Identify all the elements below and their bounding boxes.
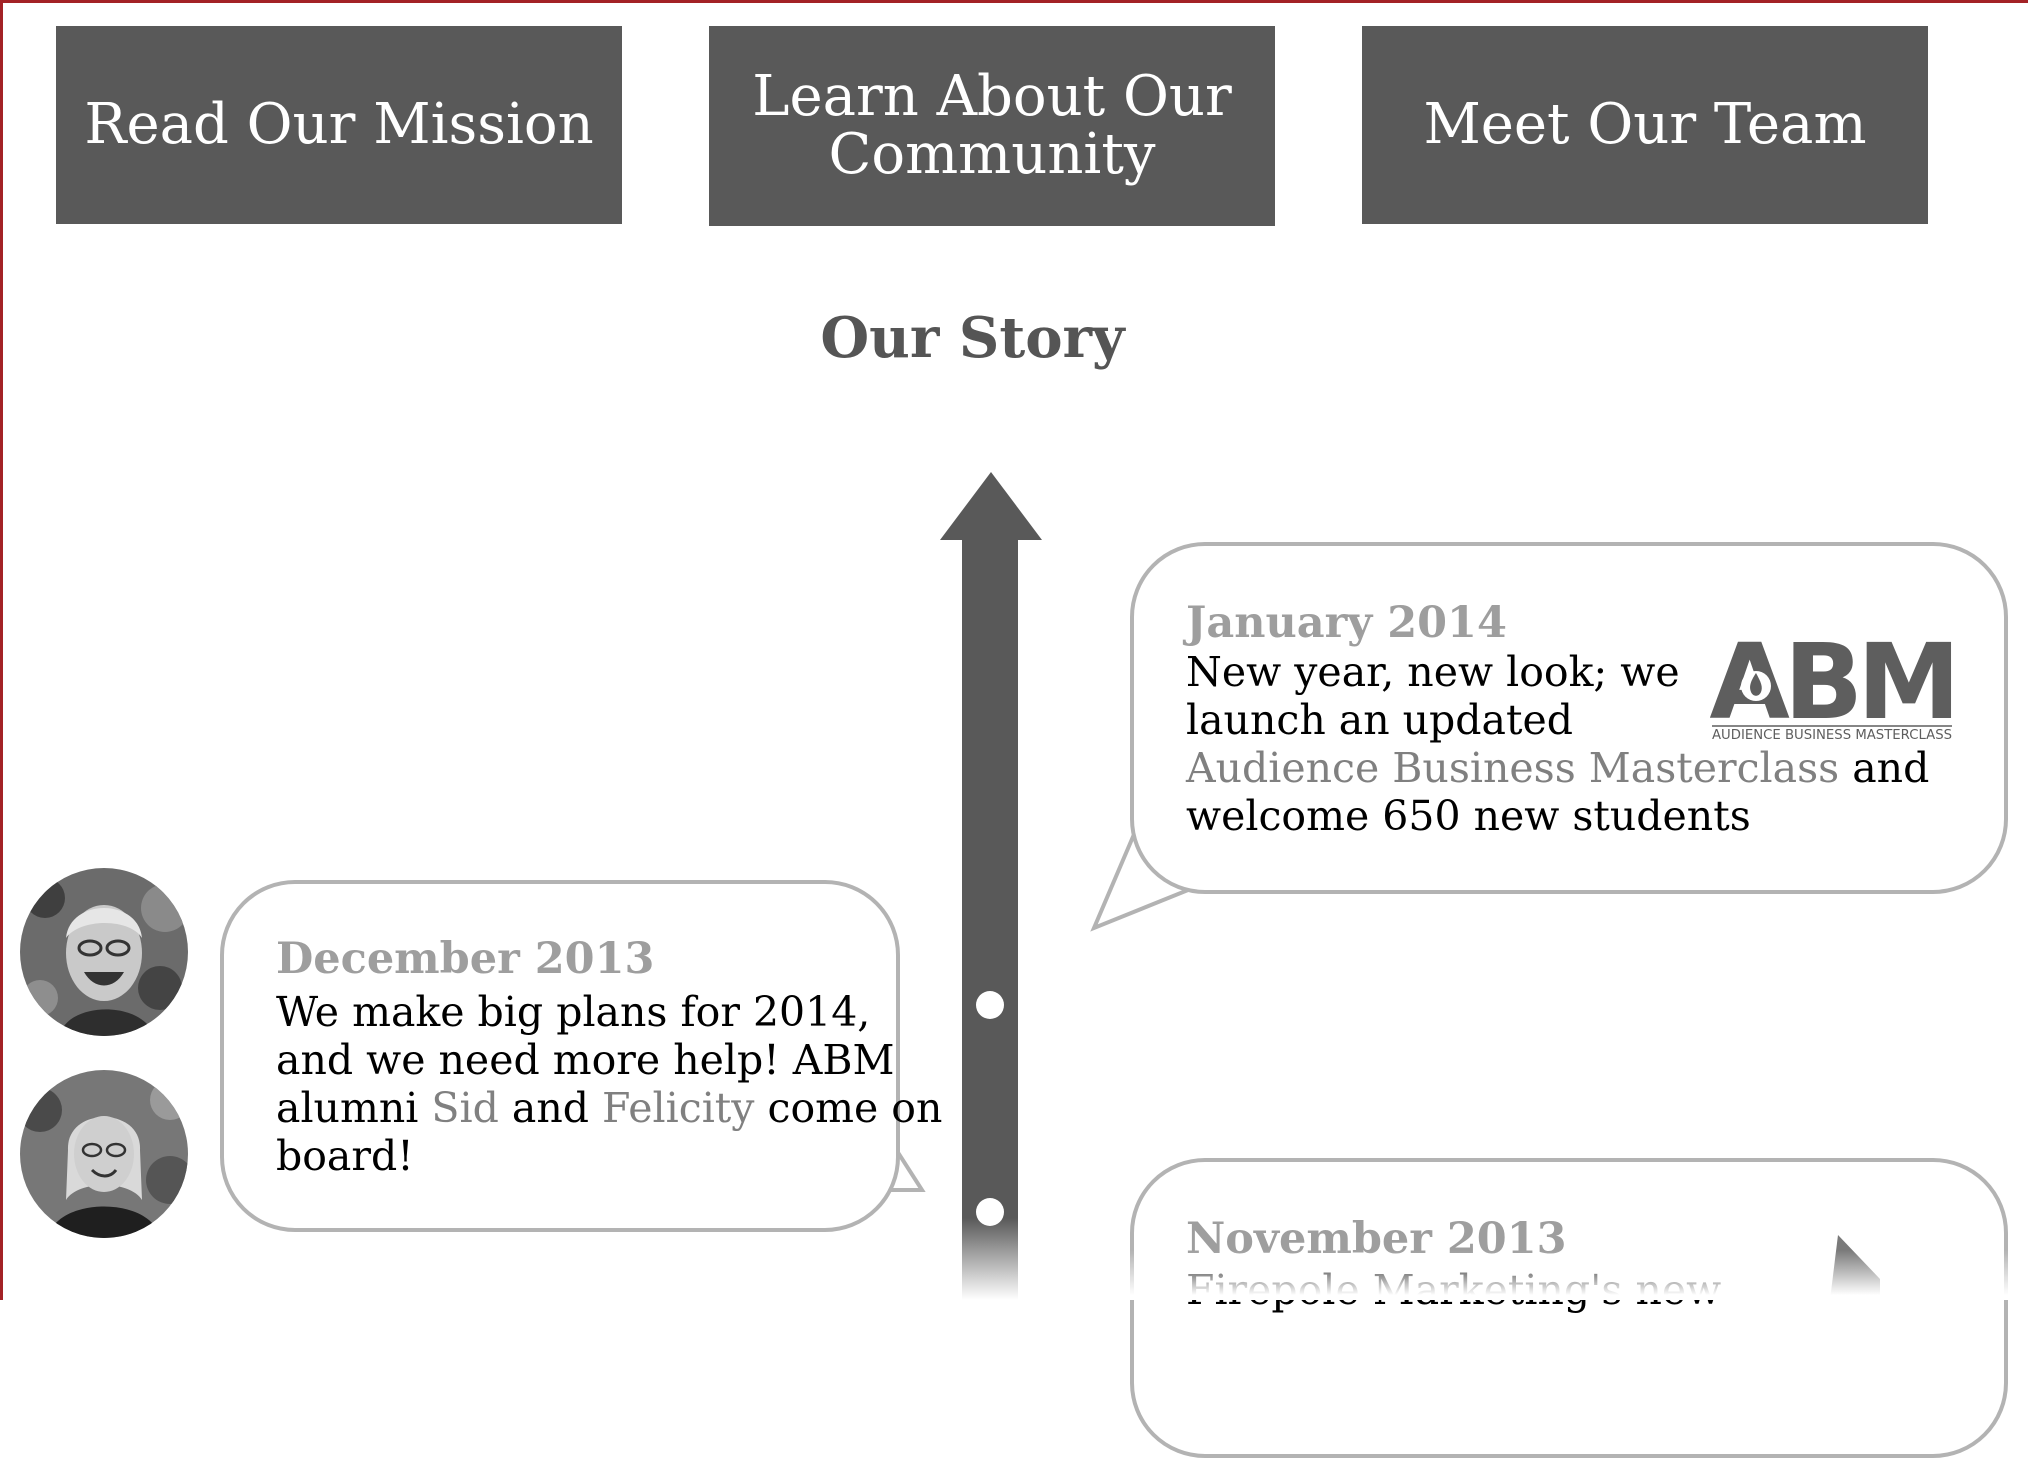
flame-icon <box>1741 671 1771 701</box>
entry-date: January 2014 <box>1186 598 1507 648</box>
meet-team-label: Meet Our Team <box>1423 92 1867 157</box>
learn-community-button[interactable]: Learn About Our Community <box>709 26 1275 226</box>
felicity-link[interactable]: Felicity <box>602 1084 755 1132</box>
learn-community-label-line1: Learn About Our <box>752 64 1232 129</box>
entry-text-line: board! <box>276 1132 414 1180</box>
read-mission-label: Read Our Mission <box>84 92 594 157</box>
abm-logo: ABM AUDIENCE BUSINESS MASTERCLASS <box>1710 630 1954 742</box>
sid-link[interactable]: Sid <box>431 1084 499 1132</box>
entry-text: We make big plans for 2014, and we need … <box>276 988 942 1180</box>
entry-text-line: welcome 650 new students <box>1186 792 1751 840</box>
learn-community-label-line2: Community <box>828 122 1156 187</box>
timeline-dot <box>976 991 1004 1019</box>
entry-text-line: New year, new look; we <box>1186 648 1680 696</box>
abm-logo-caption: AUDIENCE BUSINESS MASTERCLASS <box>1712 727 1952 742</box>
entry-text-line: alumni Sid and Felicity come on <box>276 1084 942 1132</box>
avatar-sid <box>20 868 188 1036</box>
timeline-dot <box>976 1198 1004 1226</box>
entry-text-line: We make big plans for 2014, <box>276 988 871 1036</box>
page-frame-top <box>0 0 2028 3</box>
entry-text-fragment: and <box>1839 744 1930 792</box>
entry-text-fragment: come on <box>754 1084 943 1132</box>
entry-text-fragment: alumni <box>276 1084 432 1132</box>
entry-text-line: and we need more help! ABM <box>276 1036 895 1084</box>
bottom-fade <box>1110 1250 2028 1300</box>
avatar-felicity <box>20 1070 188 1238</box>
meet-team-button[interactable]: Meet Our Team <box>1362 26 1928 224</box>
entry-text-line: Audience Business Masterclass and <box>1186 744 1929 792</box>
timeline-arrow-head <box>940 472 1042 540</box>
timeline-entry-november-2013: November 2013 Firepole Marketing's new <box>1130 1158 2008 1458</box>
timeline-entry-january-2014: January 2014 New year, new look; we laun… <box>1130 542 2008 894</box>
abm-link[interactable]: Audience Business Masterclass <box>1186 744 1840 792</box>
entry-date: December 2013 <box>276 934 655 984</box>
page-frame-left <box>0 0 3 1300</box>
read-mission-button[interactable]: Read Our Mission <box>56 26 622 224</box>
timeline-entry-december-2013: December 2013 We make big plans for 2014… <box>220 880 942 1232</box>
entry-text-line: launch an updated <box>1186 696 1573 744</box>
entry-text-fragment: and <box>498 1084 603 1132</box>
timeline-arrow-shaft <box>962 538 1018 1300</box>
learn-community-label: Learn About Our Community <box>752 68 1231 184</box>
entry-text: New year, new look; we launch an updated… <box>1186 648 1929 840</box>
our-story-heading: Our Story <box>820 305 1125 371</box>
